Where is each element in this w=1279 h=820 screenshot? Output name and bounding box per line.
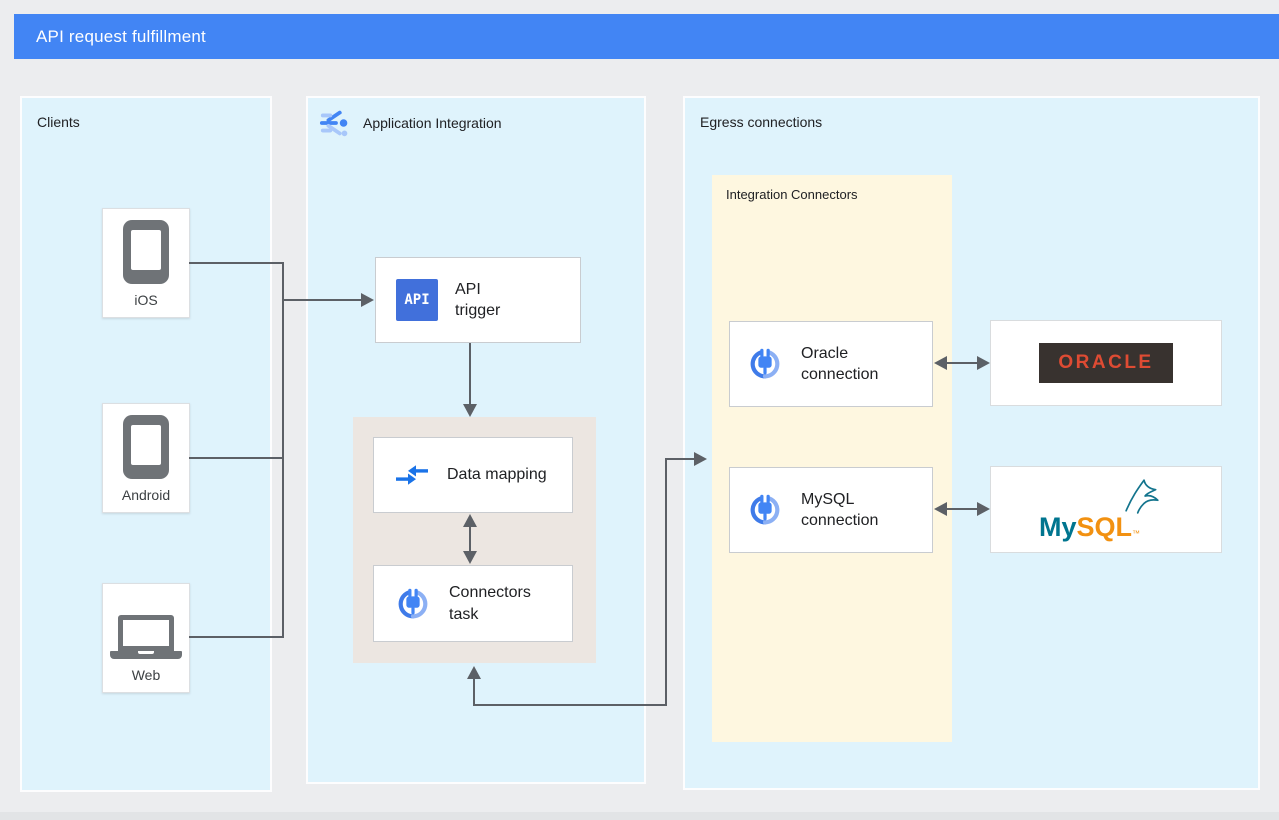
arrowhead-down xyxy=(463,551,477,564)
mysql-wordmark: MySQL™ xyxy=(1039,511,1141,542)
connector-line xyxy=(189,262,284,264)
arrowhead-down xyxy=(463,404,477,417)
data-mapping-node: Data mapping xyxy=(373,437,573,513)
connector-line xyxy=(946,362,978,364)
connector-line xyxy=(469,343,471,405)
arrowhead-right xyxy=(977,356,990,370)
oracle-connection-node: Oracle connection xyxy=(729,321,933,407)
connector-line xyxy=(469,524,471,555)
connector-line xyxy=(665,459,667,706)
connector-line xyxy=(665,458,695,460)
connector-line xyxy=(189,636,284,638)
application-integration-header: Application Integration xyxy=(319,107,502,139)
integration-connectors-label: Integration Connectors xyxy=(726,187,858,202)
client-card-android: Android xyxy=(102,403,190,513)
client-label-web: Web xyxy=(131,667,161,683)
oracle-connection-label: Oracle connection xyxy=(801,344,879,383)
connector-line xyxy=(473,704,667,706)
client-label-android: Android xyxy=(121,487,171,503)
oracle-logo-box: ORACLE xyxy=(990,320,1222,406)
connectors-icon xyxy=(398,588,428,618)
clients-panel-label: Clients xyxy=(37,114,80,130)
application-integration-label: Application Integration xyxy=(363,115,502,131)
api-trigger-node: API API trigger xyxy=(375,257,581,343)
oracle-logo: ORACLE xyxy=(1039,343,1173,383)
integration-connectors-panel: Integration Connectors xyxy=(712,175,952,742)
mysql-connection-node: MySQL connection xyxy=(729,467,933,553)
connector-line xyxy=(282,299,362,301)
arrowhead-left xyxy=(934,502,947,516)
mysql-dolphin-icon xyxy=(1125,478,1159,514)
smartphone-icon xyxy=(123,220,169,284)
connectors-task-label: Connectors task xyxy=(449,584,531,623)
connectors-icon xyxy=(750,348,780,379)
client-card-web: Web xyxy=(102,583,190,693)
arrowhead-right xyxy=(694,452,707,466)
bottom-strip xyxy=(0,812,1279,820)
mysql-connection-label: MySQL connection xyxy=(801,490,879,529)
client-card-ios: iOS xyxy=(102,208,190,318)
diagram-title: API request fulfillment xyxy=(36,26,206,46)
application-integration-icon xyxy=(319,110,348,137)
data-mapping-label: Data mapping xyxy=(447,466,547,484)
api-trigger-label: API trigger xyxy=(455,280,501,319)
arrowhead-up xyxy=(463,514,477,527)
arrowhead-right xyxy=(977,502,990,516)
connector-line xyxy=(473,677,475,706)
data-mapping-icon xyxy=(396,465,428,485)
connector-line xyxy=(946,508,978,510)
connectors-icon xyxy=(750,494,780,525)
arrowhead-left xyxy=(934,356,947,370)
connector-line xyxy=(189,457,284,459)
smartphone-icon xyxy=(123,415,169,479)
laptop-icon xyxy=(110,615,182,659)
connector-line xyxy=(282,262,284,638)
mysql-logo-box: MySQL™ xyxy=(990,466,1222,553)
api-trigger-icon: API xyxy=(396,279,438,321)
egress-connections-label: Egress connections xyxy=(700,114,823,130)
client-label-ios: iOS xyxy=(134,292,158,308)
arrowhead-right xyxy=(361,293,374,307)
arrowhead-up xyxy=(467,666,481,679)
mysql-logo: MySQL™ xyxy=(1031,477,1181,543)
title-bar: API request fulfillment xyxy=(14,14,1279,59)
connectors-task-node: Connectors task xyxy=(373,565,573,642)
